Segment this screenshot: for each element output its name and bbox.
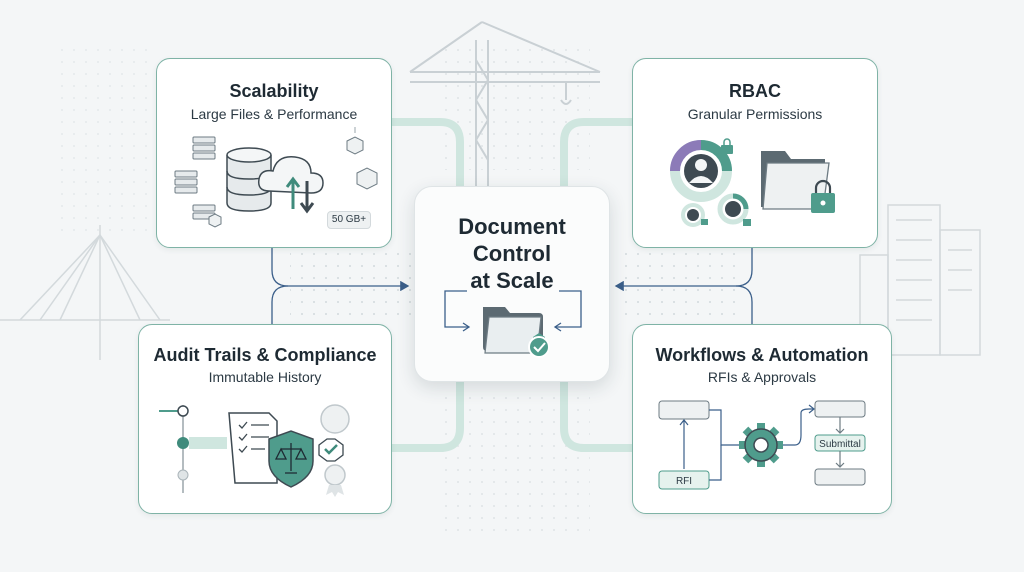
audit-title: Audit Trails & Compliance xyxy=(153,345,377,365)
center-title-line2: Control xyxy=(472,241,552,266)
center-title-line1: Document xyxy=(458,214,566,239)
user-small-icon xyxy=(681,193,751,227)
center-title-line3: at Scale xyxy=(470,268,554,293)
crane-illustration xyxy=(409,21,601,186)
center-hub-card: Document Control at Scale xyxy=(414,186,610,382)
center-title: Document Control at Scale xyxy=(415,213,609,294)
card-scalability: Scalability Large Files & Performance 50… xyxy=(156,58,392,248)
shield-scales-icon xyxy=(268,430,314,488)
flow-box-icon xyxy=(658,400,710,420)
flow-box-icon xyxy=(814,400,866,418)
cloud-sync-icon xyxy=(257,156,324,214)
workflows-title: Workflows & Automation xyxy=(655,345,869,365)
scalability-subtitle: Large Files & Performance xyxy=(190,106,358,122)
user-ring-icon xyxy=(670,140,732,202)
card-workflows: Workflows & Automation RFIs & Approvals … xyxy=(632,324,892,514)
timeline-icon xyxy=(159,405,227,493)
card-rbac: RBAC Granular Permissions xyxy=(632,58,878,248)
workflows-illustration: RFI Submittal xyxy=(658,400,866,490)
rbac-title: RBAC xyxy=(729,81,781,101)
rbac-illustration xyxy=(670,138,835,227)
scalability-title: Scalability xyxy=(229,81,319,101)
server-icon xyxy=(174,136,216,220)
lock-icon xyxy=(721,138,733,154)
scalability-illustration xyxy=(174,127,378,228)
audit-illustration xyxy=(159,404,350,497)
size-badge: 50 GB+ xyxy=(327,211,371,229)
database-icon xyxy=(226,147,272,212)
badge-check-icon xyxy=(318,404,350,497)
card-audit: Audit Trails & Compliance Immutable Hist… xyxy=(138,324,392,514)
submittal-label: Submittal xyxy=(819,439,861,450)
cube-icon xyxy=(208,136,378,228)
folder-icon xyxy=(761,151,835,213)
rbac-subtitle: Granular Permissions xyxy=(687,106,823,122)
rfi-label: RFI xyxy=(676,476,692,487)
flow-box-icon xyxy=(814,468,866,486)
gear-icon xyxy=(739,423,783,467)
bridge-illustration xyxy=(0,225,170,360)
workflows-subtitle: RFIs & Approvals xyxy=(707,369,817,385)
folder-check-icon xyxy=(444,290,582,358)
audit-subtitle: Immutable History xyxy=(208,369,322,385)
